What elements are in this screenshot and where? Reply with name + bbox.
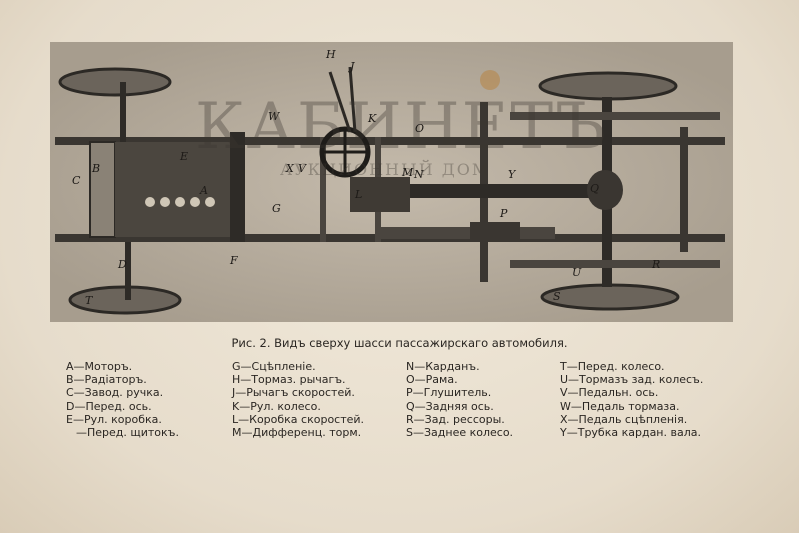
- photo-label-n: N: [414, 168, 424, 181]
- chassis-photo: КАБИНЕТЪ АУКЦИОННЫЙ ДОМ H J W K C B X V …: [50, 42, 733, 322]
- legend-item: G—Сцѣпленіе.: [232, 360, 316, 373]
- photo-label-o: O: [415, 122, 425, 135]
- rear-wheel-right: [540, 283, 680, 311]
- legend-column-4: T—Перед. колесо. U—Тормазъ зад. колесъ. …: [560, 360, 703, 439]
- legend-item: —Перед. щитокъ.: [76, 426, 179, 440]
- legend-item: K—Рул. колесо.: [232, 399, 321, 413]
- legend-item: Q—Задняя ось.: [406, 399, 494, 413]
- photo-label-s: S: [553, 290, 561, 303]
- legend-column-3: N—Карданъ. O—Рама. P—Глушитель. Q—Задняя…: [406, 360, 513, 439]
- photo-label-w: W: [268, 110, 280, 123]
- legend-item: L—Коробка скоростей.: [232, 412, 365, 426]
- legend-item: R—Зад. рессоры.: [406, 412, 505, 426]
- photo-label-q: Q: [590, 182, 600, 195]
- photo-label-p: P: [500, 207, 508, 220]
- watermark-title: КАБИНЕТЪ: [195, 90, 608, 164]
- photo-label-h: H: [326, 48, 336, 61]
- legend-item: A—Моторъ.: [66, 360, 133, 373]
- photo-label-m: M: [402, 166, 414, 179]
- legend-item: V—Педальн. ось.: [560, 386, 659, 400]
- photo-label-y: Y: [508, 168, 516, 181]
- legend-item: S—Заднее колесо.: [406, 426, 514, 440]
- legend-item: P—Глушитель.: [406, 386, 492, 400]
- photo-label-f: F: [230, 254, 238, 267]
- legend-item: D—Перед. ось.: [66, 399, 152, 413]
- photo-label-r: R: [652, 258, 661, 271]
- photo-label-v: V: [298, 162, 306, 175]
- legend-item: C—Завод. ручка.: [66, 386, 164, 400]
- legend-item: N—Карданъ.: [406, 360, 480, 373]
- photo-label-u: U: [572, 266, 582, 279]
- legend-item: H—Тормаз. рычагъ.: [232, 373, 346, 387]
- photo-label-l: L: [355, 188, 363, 201]
- photo-label-b: B: [92, 162, 101, 175]
- photo-label-d: D: [118, 258, 127, 271]
- legend-item: M—Дифференц. торм.: [232, 426, 362, 440]
- photo-label-g: G: [272, 202, 281, 215]
- front-wheel-left: [58, 67, 172, 97]
- figure-caption: Рис. 2. Видъ сверху шасси пассажирскаго …: [231, 336, 568, 350]
- legend-item: W—Педаль тормаза.: [560, 399, 680, 413]
- watermark-subtitle: АУКЦИОННЫЙ ДОМ: [280, 160, 491, 179]
- legend-item: E—Рул. коробка.: [66, 412, 162, 426]
- chassis-illustration: [50, 42, 733, 322]
- photo-label-t: T: [85, 294, 93, 307]
- photo-label-a: A: [200, 184, 208, 197]
- legend-item: B—Радіаторъ.: [66, 373, 147, 387]
- legend-item: X—Педаль сцѣпленія.: [560, 412, 688, 426]
- photo-label-j: J: [350, 60, 355, 73]
- legend-item: Y—Трубка кардан. вала.: [560, 426, 701, 440]
- legend-item: T—Перед. колесо.: [560, 360, 665, 373]
- legend-item: J—Рычагъ скоростей.: [232, 386, 355, 400]
- legend-column-2: G—Сцѣпленіе. H—Тормаз. рычагъ. J—Рычагъ …: [232, 360, 364, 439]
- photo-label-k: K: [368, 112, 377, 125]
- legend-column-1: A—Моторъ. B—Радіаторъ. C—Завод. ручка. D…: [66, 360, 179, 439]
- legend-item: U—Тормазъ зад. колесъ.: [560, 373, 704, 387]
- legend-item: O—Рама.: [406, 373, 458, 387]
- photo-label-c: C: [72, 174, 81, 187]
- photo-label-x: X: [286, 162, 294, 175]
- photo-label-e: E: [180, 150, 189, 163]
